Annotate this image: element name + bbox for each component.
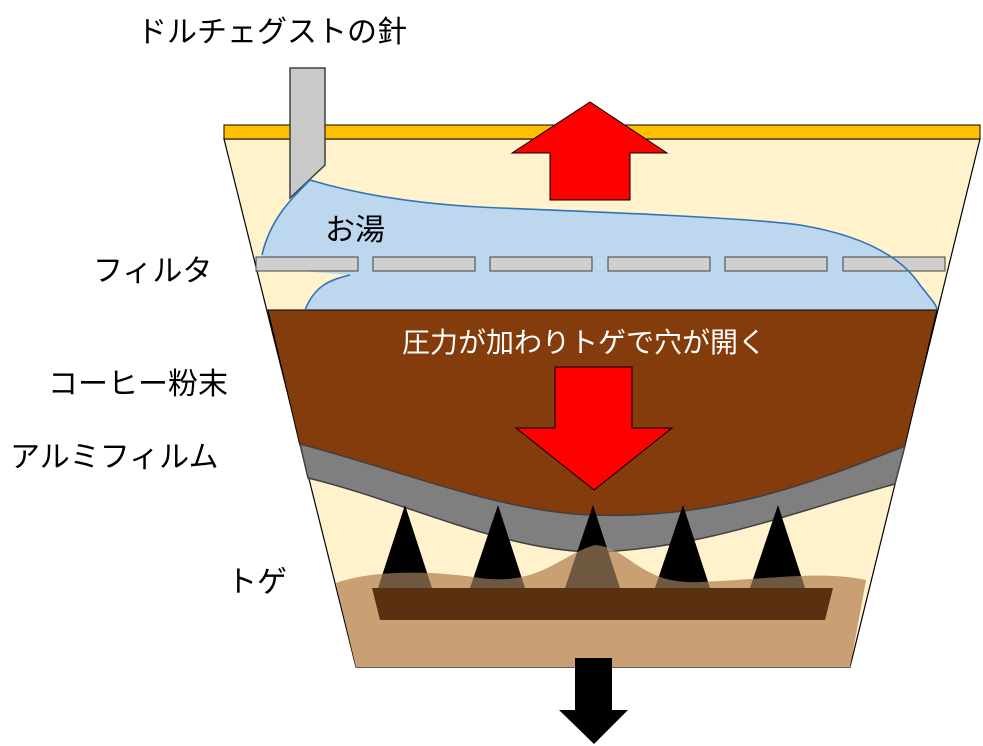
pressure-note-label: 圧力が加わりトゲで穴が開く <box>402 326 766 359</box>
filter-segment <box>607 256 711 272</box>
coffee-powder-label: コーヒー粉末 <box>48 367 228 402</box>
filter-segment <box>724 256 828 272</box>
red-arrow-down <box>514 366 674 491</box>
spike <box>378 505 432 588</box>
needle <box>289 67 326 200</box>
spike <box>750 505 805 588</box>
filter-label: フィルタ <box>93 254 212 289</box>
water-outline <box>261 179 938 311</box>
filter-segment <box>255 256 359 272</box>
black-arrow-down <box>559 658 628 744</box>
coffee-dark-tray <box>372 588 833 620</box>
needle-label: ドルチェグストの針 <box>137 15 407 50</box>
hot-water <box>262 180 937 310</box>
filter-segment <box>842 256 946 272</box>
spike <box>470 505 525 588</box>
filter-segment <box>489 256 593 272</box>
spikes-label: トゲ <box>227 565 287 600</box>
red-arrow-up <box>510 101 669 201</box>
hot-water-label: お湯 <box>325 213 385 248</box>
filter <box>255 256 946 272</box>
spike <box>655 505 710 588</box>
filter-segment <box>372 256 476 272</box>
aluminum-film-label: アルミフィルム <box>10 440 219 475</box>
